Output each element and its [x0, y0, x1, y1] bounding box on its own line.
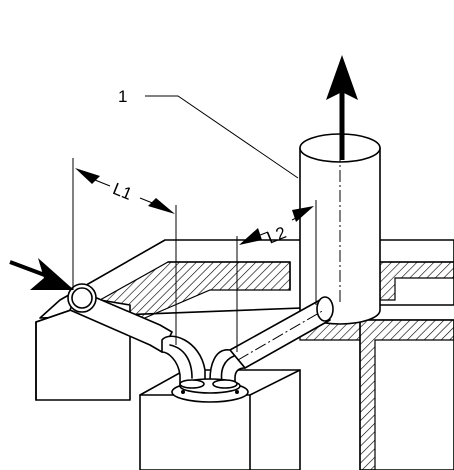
- left-air-duct: [67, 283, 173, 353]
- l1-dimension: [75, 168, 175, 214]
- twin-elbows: [161, 335, 249, 403]
- dimension-label-l1: L1: [110, 179, 135, 204]
- air-inlet-arrow: [9, 258, 74, 290]
- vertical-flue: [299, 133, 381, 325]
- callout-leader-line: [145, 95, 299, 179]
- right-wall: [359, 319, 454, 470]
- l2-dimension: [239, 206, 314, 245]
- flue-outlet-arrow: [326, 55, 358, 160]
- callout-label-1: 1: [118, 87, 127, 106]
- dimension-extension-lines: [72, 158, 317, 352]
